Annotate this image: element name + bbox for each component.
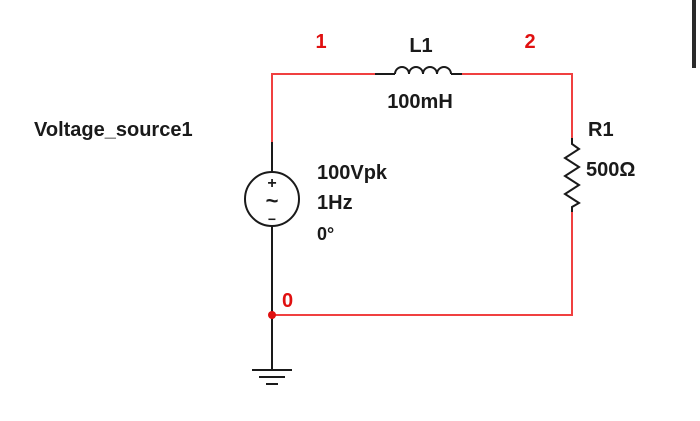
wires — [271, 73, 573, 316]
wire-resistor-to-node0 — [272, 212, 573, 316]
node-0-label: 0 — [282, 290, 293, 312]
resistor-name: R1 — [588, 119, 614, 141]
source-name: Voltage_source1 — [34, 119, 193, 141]
wire-inductor-to-resistor — [462, 73, 573, 138]
node-1-label: 1 — [315, 31, 326, 53]
wire-source-to-inductor — [271, 73, 375, 142]
source-amplitude: 100Vpk — [317, 162, 388, 184]
ground-icon — [252, 369, 292, 385]
voltage-source-symbol[interactable]: + ~ − — [244, 171, 300, 227]
inductor-name: L1 — [409, 35, 432, 57]
resistor-value: 500Ω — [586, 159, 635, 181]
window-edge-bar — [692, 0, 696, 68]
source-plus-sign: + — [267, 175, 276, 192]
source-phase: 0° — [317, 224, 334, 244]
node-0-junction[interactable] — [268, 311, 276, 319]
resistor-symbol[interactable] — [563, 138, 581, 212]
inductor-value: 100mH — [387, 91, 453, 113]
inductor-symbol[interactable] — [375, 66, 462, 75]
source-minus-sign: − — [268, 211, 276, 227]
source-frequency: 1Hz — [317, 192, 353, 214]
source-sine-icon: ~ — [266, 188, 279, 213]
node-2-label: 2 — [524, 31, 535, 53]
